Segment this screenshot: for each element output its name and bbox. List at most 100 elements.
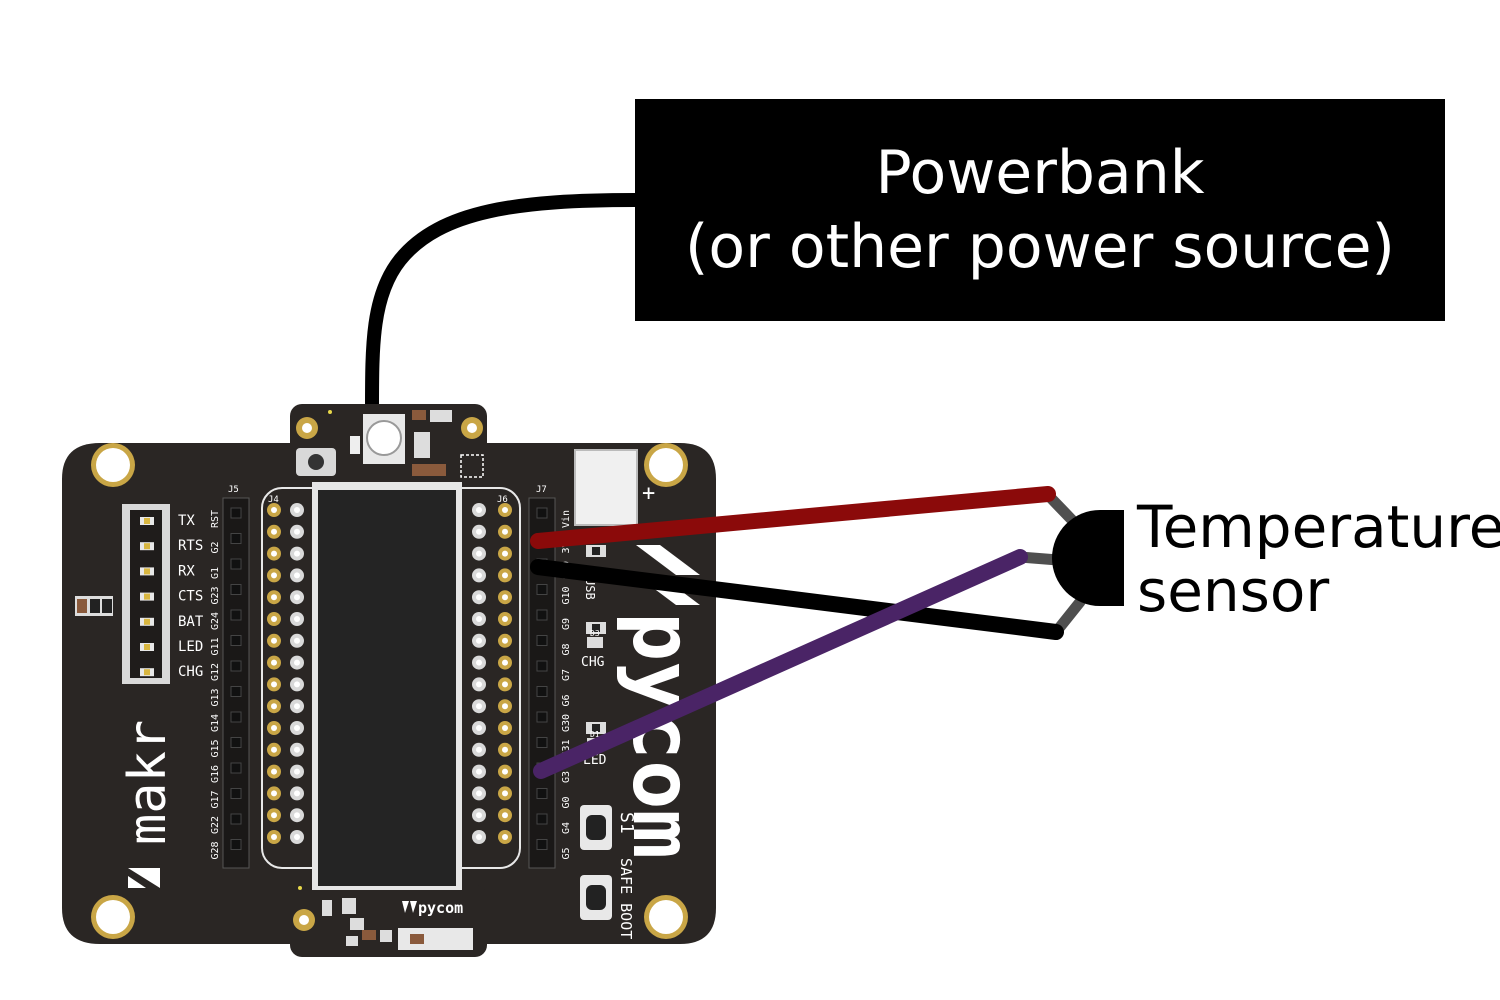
module-pad-hole	[476, 790, 482, 797]
module-pad-hole	[476, 637, 482, 644]
pin-label: G24	[210, 612, 221, 630]
header-pin	[230, 686, 242, 697]
pin-label: G31	[561, 739, 572, 757]
module-pad-hole	[476, 528, 482, 535]
module-pad-hole	[502, 594, 508, 601]
powerbank: Powerbank (or other power source)	[635, 99, 1445, 321]
status-label: LED	[178, 639, 203, 655]
pin-label: G4	[561, 822, 572, 834]
led-led	[586, 722, 606, 734]
module-pad-hole	[502, 725, 508, 731]
header-pin	[230, 788, 242, 799]
safe-boot-button[interactable]	[580, 875, 612, 920]
module-pad-hole	[476, 812, 482, 819]
module-pad-hole	[476, 616, 482, 622]
module-pad-hole	[476, 594, 482, 601]
header-pin	[536, 609, 548, 621]
module-pad-hole	[502, 572, 508, 579]
module-pad-hole	[294, 528, 300, 535]
header-pin	[536, 711, 548, 723]
header-pin	[536, 635, 548, 646]
status-label: CTS	[178, 589, 203, 605]
header-pin	[230, 507, 242, 519]
module-pad-hole	[271, 659, 277, 666]
header-j5	[222, 497, 250, 869]
module-pad-hole	[476, 550, 482, 557]
header-pin	[230, 711, 242, 723]
top-tab-components	[296, 410, 484, 478]
wire-signal-purple	[533, 549, 1028, 779]
header-pin	[536, 660, 548, 672]
status-leds	[140, 517, 154, 677]
pin-label: G23	[210, 586, 221, 604]
powerbank-subtitle: (or other power source)	[685, 212, 1395, 282]
bottom-tab-components	[293, 410, 473, 950]
module-logo-mark	[402, 901, 417, 913]
module-pad-hole	[502, 834, 508, 840]
module-pad-hole	[502, 681, 508, 688]
pin-label: G1	[210, 567, 221, 579]
module-pad-hole	[271, 550, 277, 557]
module-pad-hole	[271, 681, 277, 688]
pin-label: G10	[561, 586, 572, 604]
header-pin	[230, 533, 242, 544]
module-pad-hole	[502, 507, 508, 513]
usb-connector	[574, 449, 638, 526]
module-pad-hole	[294, 507, 300, 513]
module-pad-hole	[271, 616, 277, 622]
status-label: RTS	[178, 538, 203, 554]
plus-label: +	[642, 481, 655, 506]
header-pin	[230, 762, 242, 774]
pin-label: Vin	[561, 510, 572, 528]
module-pad-hole	[502, 790, 508, 797]
status-led-dot	[144, 644, 150, 650]
temperature-sensor	[1052, 510, 1124, 606]
module-pad-hole	[271, 703, 277, 710]
module-pad-hole	[476, 834, 482, 840]
module-pad-hole	[476, 681, 482, 688]
header-pin	[230, 813, 242, 825]
wire-power-red	[530, 486, 1056, 549]
reset-button[interactable]	[580, 805, 612, 850]
makr-logo-mark	[128, 868, 160, 888]
sensor-label-line2: sensor	[1137, 557, 1330, 625]
module-pad-hole	[271, 746, 277, 753]
header-j4-pins	[267, 503, 304, 844]
module-pad-hole	[294, 550, 300, 557]
pin-label: G2	[210, 541, 221, 553]
module-pad-hole	[271, 790, 277, 797]
header-label-j5: J5	[228, 485, 239, 495]
module-pad-hole	[502, 616, 508, 622]
header-pin	[536, 839, 548, 850]
status-label: BAT	[178, 614, 204, 630]
module-pad-hole	[271, 507, 277, 513]
module-pad-hole	[476, 703, 482, 710]
module-pad-hole	[476, 572, 482, 579]
module-pad-hole	[502, 703, 508, 710]
module-pad-hole	[294, 616, 300, 622]
chg-led	[586, 622, 606, 634]
module-pad-hole	[502, 768, 508, 775]
header-label-j7: J7	[536, 485, 547, 495]
module-pad-hole	[271, 594, 277, 601]
module-pad-hole	[271, 637, 277, 644]
header-pin	[230, 737, 242, 748]
module-pad-hole	[294, 746, 300, 753]
header-pin	[230, 584, 242, 595]
sensor-label-line1: Temperature	[1137, 493, 1500, 561]
mounting-hole-top-left	[91, 443, 135, 487]
status-led-dot	[144, 618, 150, 625]
module-pad-hole	[502, 659, 508, 666]
status-led-dot	[144, 593, 150, 600]
pin-label: G9	[561, 618, 572, 630]
makr-logo: makr	[118, 720, 178, 845]
module-pad-hole	[294, 637, 300, 644]
module-pad-hole	[294, 659, 300, 666]
module-pad-hole	[294, 812, 300, 819]
pin-label: G15	[210, 739, 221, 757]
s1-label: S1	[616, 812, 637, 834]
module-pad-hole	[476, 725, 482, 731]
header-pin	[536, 507, 548, 519]
module-pad-hole	[271, 768, 277, 775]
status-led-dot	[144, 518, 150, 524]
